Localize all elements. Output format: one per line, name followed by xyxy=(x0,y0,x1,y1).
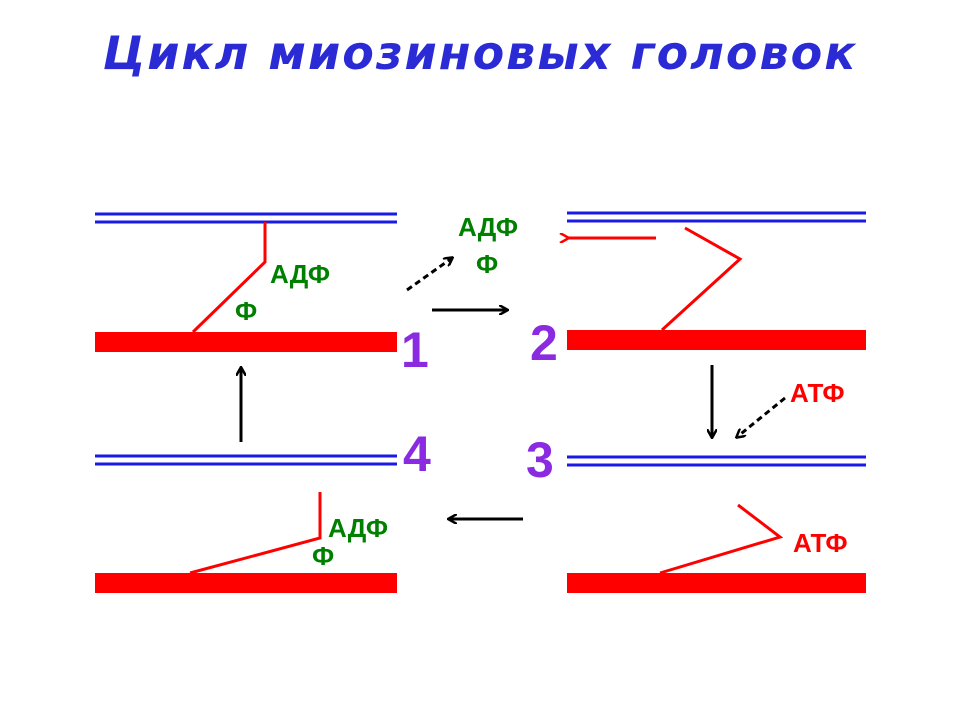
phosphate-label: Ф xyxy=(312,541,334,571)
adp-label: АДФ xyxy=(328,513,388,543)
stage-2-panel xyxy=(567,211,866,350)
released-phosphate-label: Ф xyxy=(476,249,498,279)
myosin-filament xyxy=(567,573,866,593)
stage-4-panel: АДФ Ф xyxy=(95,454,397,593)
adp-label: АДФ xyxy=(270,259,330,289)
stage-number-1: 1 xyxy=(401,322,429,378)
stage-number-4: 4 xyxy=(403,426,431,482)
stage-number-3: 3 xyxy=(526,432,554,488)
page-title: Цикл миозиновых головок xyxy=(102,26,858,80)
myosin-head xyxy=(189,492,322,575)
myosin-filament xyxy=(567,330,866,350)
stage-3-panel: АТФ xyxy=(567,455,866,593)
atp-binding-arrow xyxy=(737,396,786,437)
stage-1-panel: АДФ Ф xyxy=(95,212,397,352)
actin-filament xyxy=(95,212,397,224)
stage-number-2: 2 xyxy=(530,315,558,371)
release-arrow xyxy=(406,258,452,292)
atp-bound-label: АТФ xyxy=(793,528,848,558)
myosin-head xyxy=(191,222,267,334)
incoming-atp-label: АТФ xyxy=(790,378,845,408)
actin-filament xyxy=(95,454,397,466)
myosin-head xyxy=(659,503,784,575)
actin-filament xyxy=(567,211,866,223)
released-adp-label: АДФ xyxy=(458,212,518,242)
myosin-filament xyxy=(95,332,397,352)
actin-filament xyxy=(567,455,866,467)
myosin-filament xyxy=(95,573,397,593)
myosin-head xyxy=(660,226,743,332)
phosphate-label: Ф xyxy=(235,296,257,326)
